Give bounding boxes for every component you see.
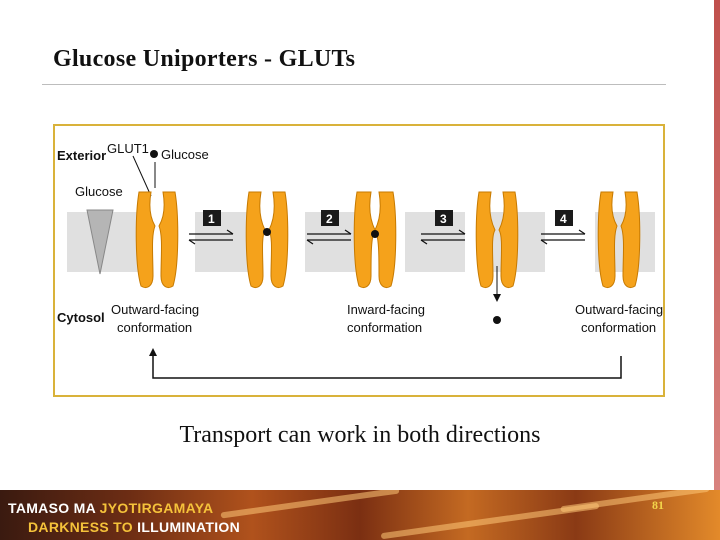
inward-label-line1: Inward-facing <box>347 302 425 317</box>
title-divider <box>42 84 666 85</box>
footer-motto-line2: DARKNESS TO ILLUMINATION <box>28 519 241 535</box>
slide-caption: Transport can work in both directions <box>179 422 541 448</box>
glut-protein-bound-outward <box>245 191 289 289</box>
outward-2-label-line2: conformation <box>581 320 656 335</box>
cycle-return-arrow <box>149 348 622 379</box>
glucose-gradient-icon <box>86 209 114 275</box>
cytosol-label: Cytosol <box>57 310 105 325</box>
footer-banner <box>0 490 720 540</box>
glucose-dot <box>150 150 158 158</box>
slide-edge-bar <box>714 0 720 490</box>
svg-text:2: 2 <box>326 212 333 226</box>
slide-title: Glucose Uniporters - GLUTs <box>53 46 356 72</box>
glut1-label: GLUT1 <box>107 141 149 156</box>
glut-protein-outward-1 <box>135 191 179 289</box>
svg-text:3: 3 <box>440 212 447 226</box>
outward-2-label-line1: Outward-facing <box>575 302 663 317</box>
footer-motto-line1: TAMASO MA JYOTIRGAMAYA <box>8 500 214 516</box>
glut-protein-inward-release <box>475 191 519 324</box>
outward-1-label-line2: conformation <box>117 320 192 335</box>
step-2-marker: 2 <box>306 210 352 245</box>
outward-1-label-line1: Outward-facing <box>111 302 199 317</box>
inward-label-line2: conformation <box>347 320 422 335</box>
glucose-top-label: Glucose <box>161 147 209 162</box>
glut-protein-inward-bound <box>353 191 397 289</box>
svg-text:4: 4 <box>560 212 567 226</box>
step-1-marker: 1 <box>188 210 234 245</box>
svg-text:1: 1 <box>208 212 215 226</box>
page-number: 81 <box>652 498 664 512</box>
step-4-marker: 4 <box>540 210 586 245</box>
glut-transport-figure: Exterior GLUT1 Glucose Glucose Cytosol <box>53 124 665 397</box>
glut-protein-outward-2 <box>597 191 641 289</box>
step-3-marker: 3 <box>420 210 466 245</box>
exterior-label: Exterior <box>57 148 106 163</box>
glucose-gradient-label: Glucose <box>75 184 123 199</box>
